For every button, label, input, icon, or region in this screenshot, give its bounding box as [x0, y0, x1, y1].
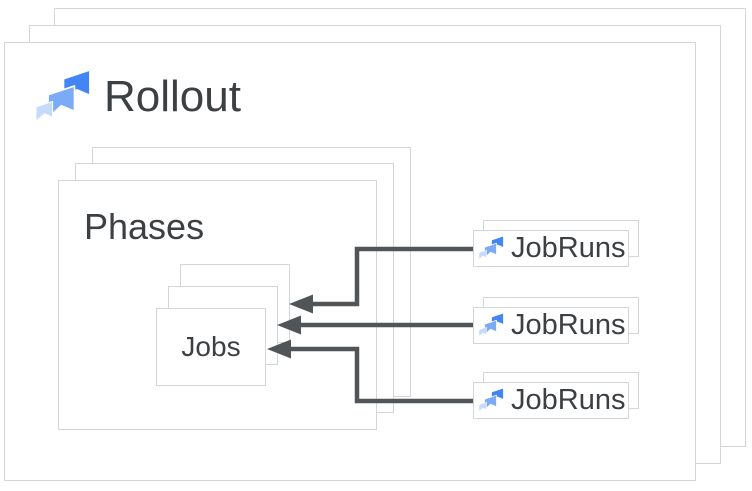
- deploy-logo-icon: [479, 388, 504, 413]
- jobruns-label: JobRuns: [511, 309, 626, 341]
- jobs-label: Jobs: [181, 331, 241, 362]
- jobruns-label: JobRuns: [511, 384, 626, 416]
- rollout-title: Rollout: [104, 72, 241, 121]
- jobruns-label: JobRuns: [511, 232, 626, 264]
- deploy-logo-icon: [479, 313, 504, 338]
- phases-label: Phases: [84, 206, 205, 247]
- jobruns-card-2: JobRuns: [473, 307, 629, 344]
- deploy-logo-icon: [479, 236, 504, 261]
- jobs-panel: Jobs: [156, 308, 266, 386]
- jobruns-card-3: JobRuns: [473, 382, 629, 419]
- jobruns-card-1: JobRuns: [473, 230, 629, 267]
- deploy-logo-icon: [36, 70, 91, 125]
- rollout-header: Rollout: [36, 68, 241, 126]
